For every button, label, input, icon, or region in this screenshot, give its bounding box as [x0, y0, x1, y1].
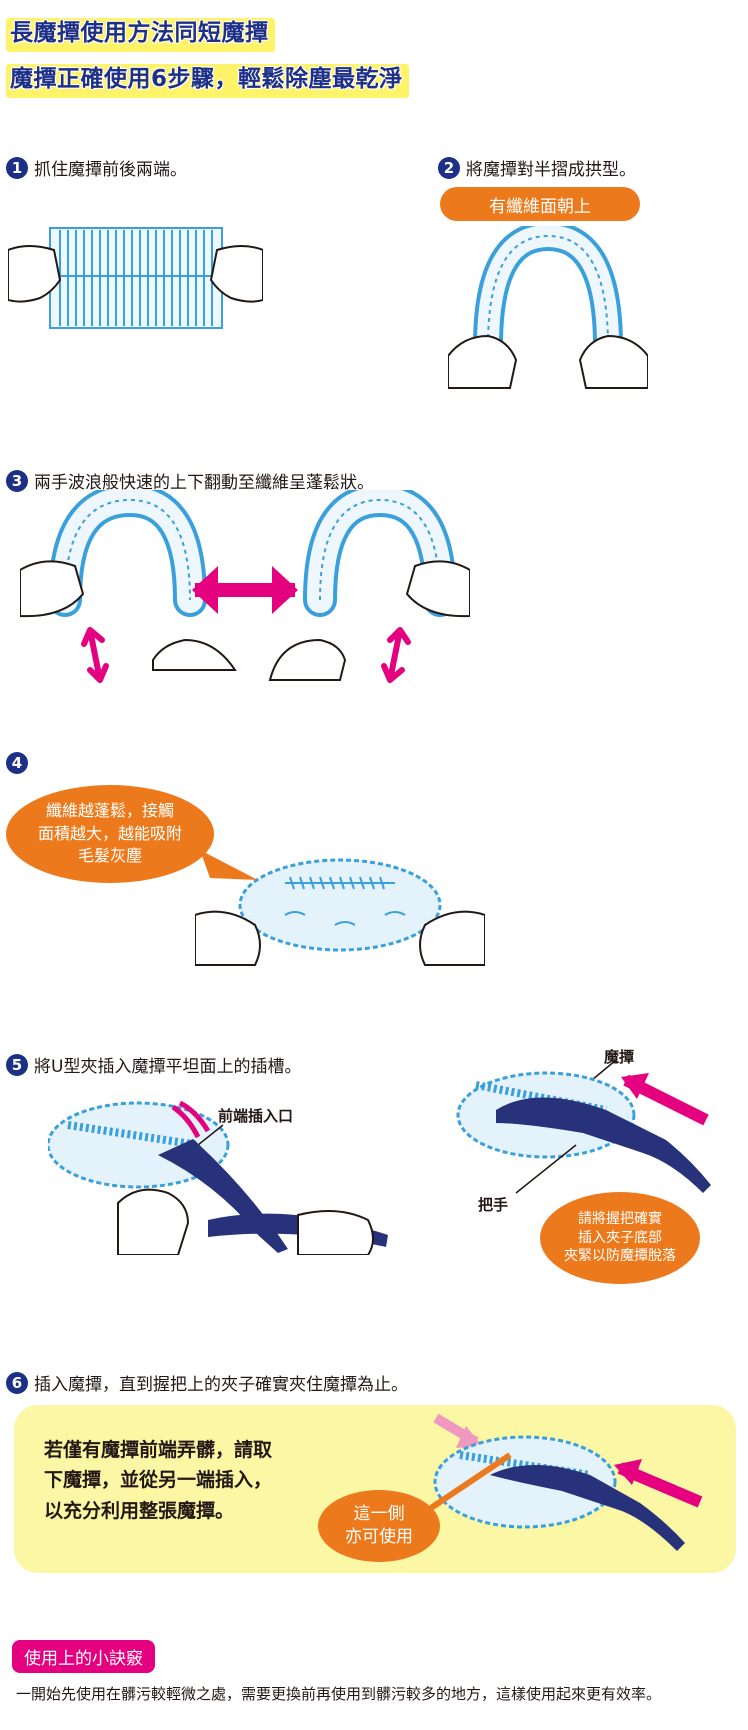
page-title-line2: 魔撢正確使用6步驟，輕鬆除塵最乾淨	[6, 64, 409, 98]
step-6-tip-line1: 若僅有魔撢前端弄髒，請取	[44, 1439, 273, 1461]
step-6-bubble-line2: 亦可使用	[345, 1527, 413, 1547]
step-4-heading: 4	[6, 752, 34, 774]
tips-body: 一開始先使用在髒污較輕微之處，需要更換前再使用到髒污較多的地方，這樣使用起來更有…	[16, 1685, 662, 1703]
tips-tag: 使用上的小訣竅	[12, 1640, 155, 1673]
handle-label: 把手	[478, 1196, 509, 1214]
step-1-text: 抓住魔撢前後兩端。	[34, 160, 187, 180]
step-6-tip-text: 若僅有魔撢前端弄髒，請取 下魔撢，並從另一端插入， 以充分利用整張魔撢。	[44, 1435, 272, 1526]
step-4-illustration	[195, 858, 485, 966]
step-number-5: 5	[6, 1053, 28, 1076]
step-3-text: 兩手波浪般快速的上下翻動至纖維呈蓬鬆狀。	[34, 473, 374, 493]
step-6-text: 插入魔撢，直到握把上的夾子確實夾住魔撢為止。	[34, 1375, 408, 1395]
step-4-bubble-line1: 纖維越蓬鬆，接觸	[45, 801, 174, 821]
step-number-2: 2	[438, 156, 460, 179]
page-title-line1: 長魔撢使用方法同短魔撢	[6, 18, 275, 52]
step-6-tip-line2: 下魔撢，並從另一端插入，	[44, 1469, 273, 1492]
step-6-illustration	[430, 1413, 703, 1551]
step-2-heading: 2 將魔撢對半摺成拱型。	[438, 155, 636, 180]
fiber-side-up-pill: 有纖維面朝上	[440, 187, 640, 221]
step-2-illustration	[448, 226, 648, 389]
step-5-bubble: 請將握把確實 插入夾子底部 夾緊以防魔撢脫落	[540, 1192, 700, 1284]
step-4-bubble-tail	[200, 850, 258, 880]
front-insert-label: 前端插入口	[218, 1107, 294, 1125]
step-6-tip-line3: 以充分利用整張魔撢。	[44, 1499, 235, 1522]
step-3-heading: 3 兩手波浪般快速的上下翻動至纖維呈蓬鬆狀。	[6, 468, 374, 493]
step-6-bubble-line1: 這一側	[353, 1504, 405, 1525]
step-number-3: 3	[6, 469, 28, 492]
step-1-illustration	[8, 227, 263, 329]
step-5-text: 將U型夾插入魔撢平坦面上的插槽。	[34, 1057, 302, 1077]
step-6-bubble: 這一側 亦可使用	[318, 1490, 440, 1562]
step-6-heading: 6 插入魔撢，直到握把上的夾子確實夾住魔撢為止。	[6, 1370, 408, 1395]
step-2-text: 將魔撢對半摺成拱型。	[466, 160, 636, 180]
step-4-bubble-line2: 面積越大，越能吸附	[37, 823, 182, 843]
step-5-bubble-line1: 請將握把確實	[578, 1210, 662, 1227]
step-5-bubble-line2: 插入夾子底部	[578, 1229, 662, 1246]
step-3-illustration	[20, 490, 470, 683]
step-number-1: 1	[6, 156, 28, 179]
step-4-bubble-line3: 毛髮灰塵	[77, 846, 142, 866]
step-5-right-illustration	[456, 1059, 711, 1194]
step-4-bubble: 纖維越蓬鬆，接觸 面積越大，越能吸附 毛髮灰塵	[6, 785, 214, 883]
step-1-heading: 1 抓住魔撢前後兩端。	[6, 155, 187, 180]
step-number-6: 6	[6, 1371, 28, 1394]
step-5-bubble-line3: 夾緊以防魔撢脫落	[564, 1248, 676, 1265]
duster-label: 魔撢	[604, 1048, 635, 1066]
step-number-4: 4	[6, 752, 28, 774]
step-5-heading: 5 將U型夾插入魔撢平坦面上的插槽。	[6, 1052, 301, 1077]
step-5-left-illustration	[48, 1100, 388, 1255]
